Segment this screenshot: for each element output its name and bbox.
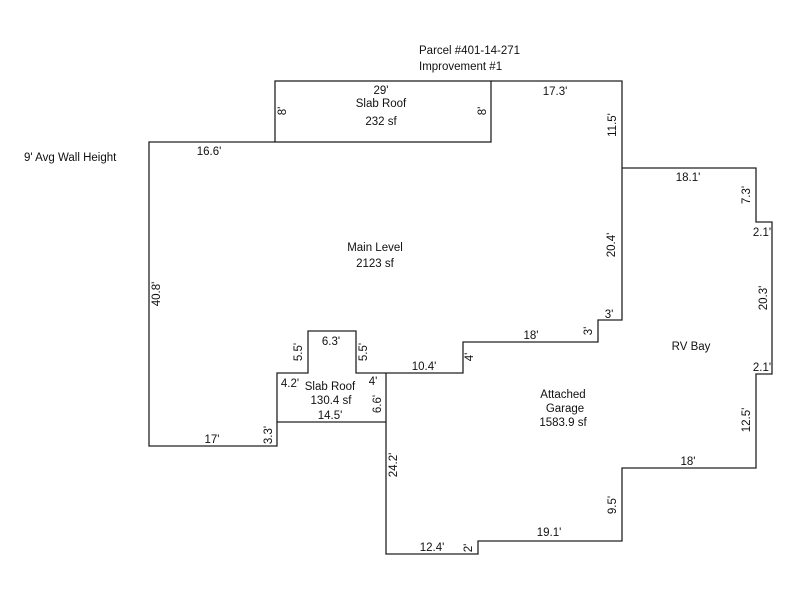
dim-label: 6.6'	[372, 395, 384, 413]
rv-bay-name: RV Bay	[672, 341, 711, 353]
dim-label: 20.3'	[758, 286, 770, 311]
wall-height-note: 9' Avg Wall Height	[24, 152, 117, 164]
main-level-name: Main Level	[347, 242, 403, 254]
dim-label: 18'	[681, 456, 696, 468]
slab-roof-top-outline	[274, 80, 492, 143]
dim-label: 40.8'	[151, 282, 163, 307]
garage-outline	[385, 167, 773, 555]
dim-label: 17.3'	[543, 86, 568, 98]
dim-label: 24.2'	[388, 453, 400, 478]
dim-label: 19.1'	[537, 527, 562, 539]
dim-label: 29'	[374, 85, 389, 97]
dim-label: 3'	[605, 309, 614, 321]
dim-label: 12.5'	[741, 408, 753, 433]
slab-roof-top-name: Slab Roof	[356, 98, 407, 110]
dim-label: 10.4'	[412, 361, 437, 373]
slab-roof-small-name: Slab Roof	[305, 381, 356, 393]
dim-label: 12.4'	[420, 542, 445, 554]
dim-label: 8'	[477, 107, 489, 116]
dim-label: 18.1'	[676, 172, 701, 184]
dim-label: 8'	[277, 107, 289, 116]
garage-size: 1583.9 sf	[539, 417, 587, 429]
dim-label: 4.2'	[281, 378, 299, 390]
improvement-label: Improvement #1	[419, 61, 502, 73]
dim-label: 9.5'	[607, 496, 619, 514]
dim-label: 16.6'	[197, 146, 222, 158]
dim-label: 18'	[524, 330, 539, 342]
dim-label: 3.3'	[263, 426, 275, 444]
dim-label: 4'	[369, 376, 378, 388]
dim-label: 2'	[463, 544, 475, 553]
garage-name-2: Garage	[546, 403, 584, 415]
dimension-labels: 29' 17.3' 16.6' 17' 4.2' 14.5' 6.3' 4' 1…	[151, 85, 771, 554]
dim-label: 5.5'	[358, 343, 370, 361]
garage-name-1: Attached	[540, 389, 585, 401]
slab-roof-top-size: 232 sf	[365, 116, 397, 128]
main-level-size: 2123 sf	[356, 258, 395, 270]
dim-label: 14.5'	[318, 410, 343, 422]
main-level-outline	[148, 80, 623, 447]
dim-label: 17'	[205, 434, 220, 446]
dim-label: 5.5'	[293, 343, 305, 361]
dim-label: 4'	[464, 353, 476, 362]
dim-label: 3'	[583, 327, 595, 336]
dim-label: 2.1'	[753, 362, 771, 374]
dim-label: 2.1'	[753, 227, 771, 239]
dim-label: 7.3'	[741, 186, 753, 204]
slab-roof-small-size: 130.4 sf	[311, 395, 353, 407]
dim-label: 11.5'	[607, 113, 619, 137]
parcel-label: Parcel #401-14-271	[419, 45, 520, 57]
dim-label: 20.4'	[606, 233, 618, 258]
dim-label: 6.3'	[322, 336, 340, 348]
